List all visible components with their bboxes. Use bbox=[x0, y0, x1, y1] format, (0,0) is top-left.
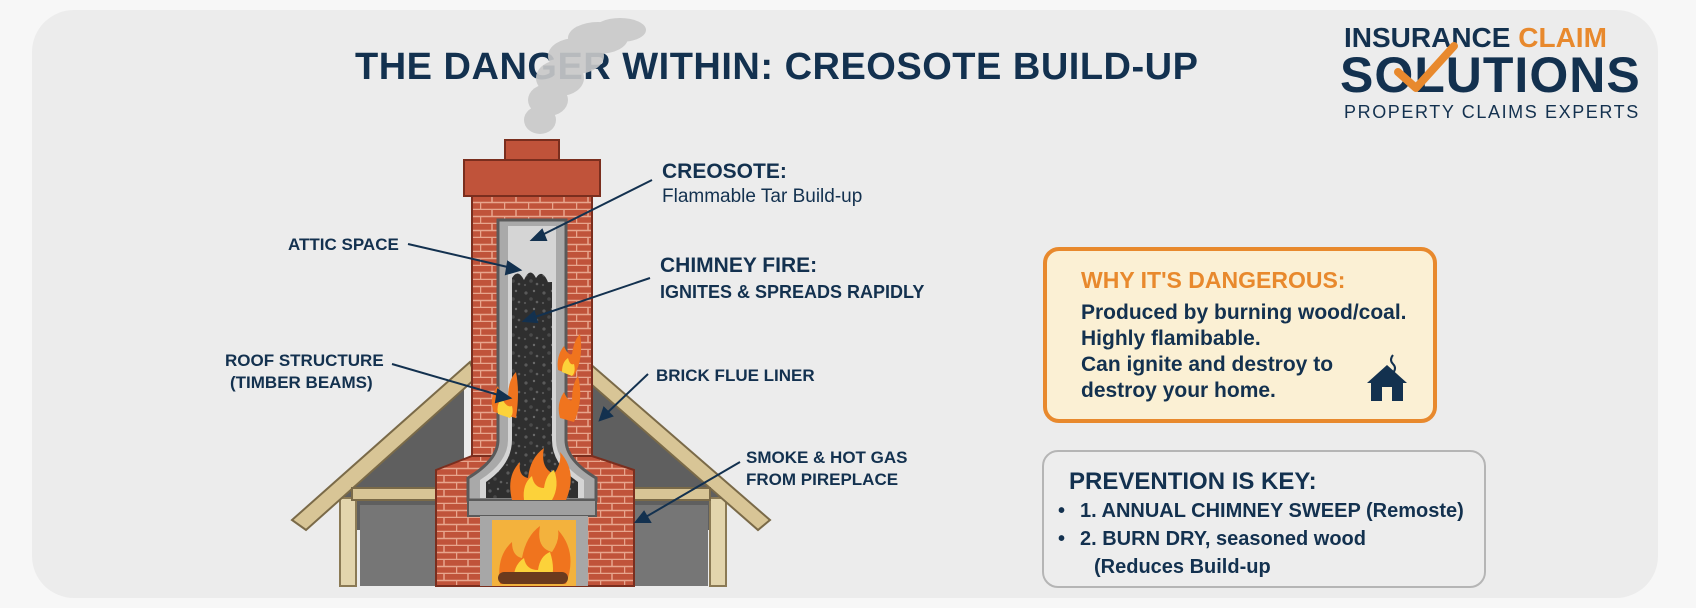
bullet-icon: • bbox=[1058, 528, 1066, 550]
fire-flames bbox=[491, 334, 582, 584]
danger-box-title: WHY IT'S DANGEROUS: bbox=[1081, 267, 1346, 293]
danger-info-box: WHY IT'S DANGEROUS: Produced by burning … bbox=[1043, 247, 1437, 423]
leader-arrows bbox=[391, 179, 741, 523]
logo-tagline: PROPERTY CLAIMS EXPERTS bbox=[1344, 102, 1640, 122]
danger-line-1: Produced by burning wood/coal. bbox=[1081, 301, 1407, 324]
prevention-box-title: PREVENTION IS KEY: bbox=[1069, 468, 1317, 495]
danger-line-2: Highly flamibable. bbox=[1081, 327, 1261, 350]
label-attic-space: ATTIC SPACE bbox=[288, 235, 399, 254]
logo-line-1: INSURANCE CLAIM bbox=[1344, 22, 1607, 54]
label-creosote-heading: CREOSOTE: bbox=[662, 160, 787, 183]
company-logo: INSURANCE CLAIM SOLUTIONS PROPERTY CLAIM… bbox=[1340, 20, 1640, 130]
prevention-item-1: • 1. ANNUAL CHIMNEY SWEEP (Remoste) bbox=[1058, 500, 1464, 523]
label-from-fireplace: FROM PIREPLACE bbox=[746, 470, 899, 489]
page-title: THE DANGER WITHIN: CREOSOTE BUILD-UP bbox=[355, 46, 1199, 88]
label-chimney-fire-heading: CHIMNEY FIRE: bbox=[660, 254, 818, 277]
prevention-item-1-text: 1. ANNUAL CHIMNEY SWEEP (Remoste) bbox=[1080, 500, 1464, 522]
label-smoke-hot-gas: SMOKE & HOT GAS bbox=[746, 448, 908, 467]
label-roof-structure: ROOF STRUCTURE bbox=[225, 351, 384, 370]
smoke-plume bbox=[524, 18, 646, 134]
danger-line-4: destroy your home. bbox=[1081, 379, 1276, 402]
logo-word-claim: CLAIM bbox=[1518, 22, 1607, 53]
logo-word-solutions: SOLUTIONS bbox=[1340, 47, 1641, 103]
danger-line-3: Can ignite and destroy to bbox=[1081, 353, 1334, 376]
prevention-item-2-text: 2. BURN DRY, seasoned wood bbox=[1080, 528, 1366, 550]
house-icon bbox=[1367, 354, 1407, 401]
logo-word-insurance: INSURANCE bbox=[1344, 22, 1511, 53]
label-timber-beams: (TIMBER BEAMS) bbox=[230, 373, 373, 392]
label-brick-flue-liner: BRICK FLUE LINER bbox=[656, 366, 815, 385]
bullet-icon: • bbox=[1058, 500, 1066, 522]
prevention-info-box: PREVENTION IS KEY: • 1. ANNUAL CHIMNEY SW… bbox=[1042, 450, 1486, 588]
check-mark-icon bbox=[1394, 42, 1458, 92]
label-creosote-subtext: Flammable Tar Build-up bbox=[662, 186, 863, 207]
prevention-item-2: • 2. BURN DRY, seasoned wood bbox=[1058, 528, 1366, 551]
label-chimney-fire-subtext: IGNITES & SPREADS RAPIDLY bbox=[660, 282, 925, 302]
prevention-item-2-continuation: (Reduces Build-up bbox=[1094, 556, 1271, 578]
